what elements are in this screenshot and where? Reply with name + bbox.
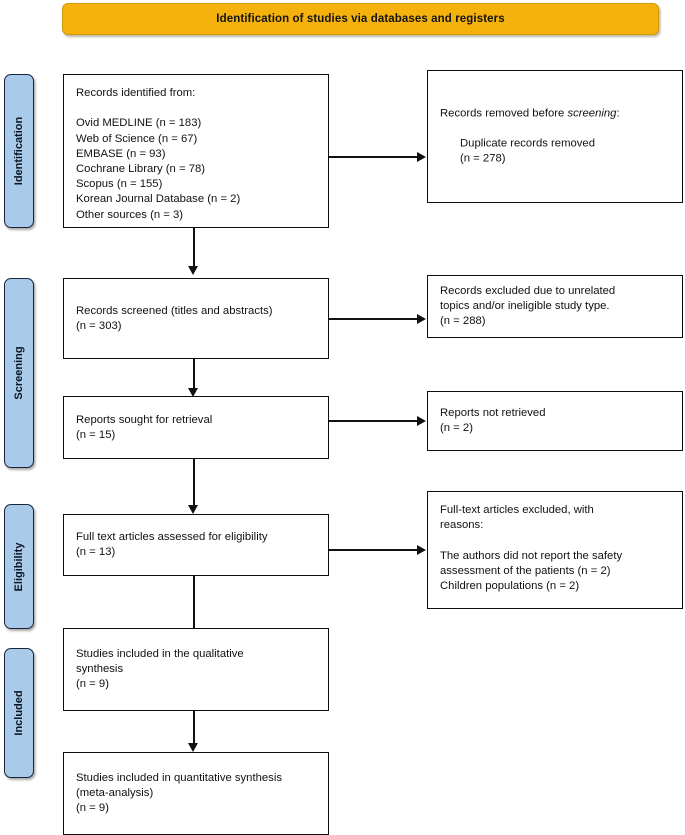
connector-screened-to-reports-sought-arrowhead	[188, 388, 199, 397]
reports-sought-count: (n = 15)	[76, 428, 116, 441]
box-reports-sought-content: Reports sought for retrieval (n = 15)	[76, 412, 319, 442]
box-records-removed: Records removed before screening: Duplic…	[427, 70, 683, 203]
reports-sought-label: Reports sought for retrieval	[76, 413, 213, 426]
box-reports-sought: Reports sought for retrieval (n = 15)	[63, 396, 329, 459]
box-qualitative-synthesis-content: Studies included in the qualitative synt…	[76, 647, 319, 693]
source-other-sources: Other sources (n = 3)	[76, 208, 184, 221]
records-removed-heading-suffix: :	[616, 107, 620, 120]
connector-qualitative-to-quantitative	[193, 711, 195, 744]
banner-title: Identification of studies via databases …	[216, 13, 505, 25]
records-removed-heading: Records removed before screening:	[440, 106, 673, 121]
duplicate-records-removed-label: Duplicate records removed	[460, 137, 595, 150]
connector-sought-to-not-retrieved-arrowhead	[417, 415, 426, 426]
records-screened-label: Records screened (titles and abstracts)	[76, 304, 273, 317]
fulltext-excluded-reason2: Children populations (n = 2)	[440, 580, 580, 592]
box-reports-not-retrieved-content: Reports not retrieved (n = 2)	[440, 406, 673, 436]
box-fulltext-excluded-content: Full-text articles excluded, with reason…	[440, 503, 673, 594]
connector-sought-to-not-retrieved	[329, 420, 418, 422]
stage-pill-identification-label: Identification	[13, 116, 25, 186]
quantitative-synthesis-count: (n = 9)	[76, 802, 109, 815]
reports-not-retrieved-count: (n = 2)	[440, 422, 473, 434]
connector-fulltext-to-excluded	[329, 549, 418, 551]
stage-pill-included: Included	[4, 648, 34, 778]
connector-identified-to-screened-arrowhead	[188, 266, 199, 275]
duplicate-records-removed-count: (n = 278)	[460, 152, 506, 165]
fulltext-excluded-reason1-line2: assessment of the patients (n = 2)	[440, 564, 611, 577]
box-records-identified-content: Records identified from: Ovid MEDLINE (n…	[76, 86, 319, 223]
records-removed-heading-prefix: Records removed before	[440, 107, 568, 120]
fulltext-assessed-label: Full text articles assessed for eligibil…	[76, 530, 268, 543]
box-qualitative-synthesis: Studies included in the qualitative synt…	[63, 628, 329, 711]
quantitative-synthesis-label-line2: (meta-analysis)	[76, 786, 154, 799]
stage-pill-screening-label: Screening	[13, 346, 25, 400]
fulltext-excluded-heading-line2: reasons:	[440, 519, 484, 532]
quantitative-synthesis-label-line1: Studies included in quantitative synthes…	[76, 771, 282, 784]
qualitative-synthesis-count: (n = 9)	[76, 678, 109, 691]
reports-not-retrieved-label: Reports not retrieved	[440, 406, 546, 419]
connector-sought-to-fulltext-arrowhead	[188, 505, 199, 514]
stage-pill-included-label: Included	[13, 690, 25, 736]
connector-sought-to-fulltext	[193, 459, 195, 506]
source-korean-journal-database: Korean Journal Database (n = 2)	[76, 193, 241, 206]
box-fulltext-excluded: Full-text articles excluded, with reason…	[427, 491, 683, 609]
diagram-banner: Identification of studies via databases …	[62, 3, 659, 35]
box-records-screened-content: Records screened (titles and abstracts) …	[76, 303, 319, 333]
stage-pill-eligibility-label: Eligibility	[13, 542, 25, 591]
records-excluded-reason-line1: Records excluded due to unrelated	[440, 284, 616, 297]
records-identified-spacer	[76, 101, 319, 116]
fulltext-assessed-count: (n = 13)	[76, 546, 116, 558]
connector-identified-to-removed-arrowhead	[417, 151, 426, 162]
records-screened-count: (n = 303)	[76, 319, 122, 332]
source-scopus: Scopus (n = 155)	[76, 178, 163, 191]
records-excluded-reason-line2: topics and/or ineligible study type.	[440, 299, 610, 312]
box-records-removed-content: Records removed before screening: Duplic…	[440, 106, 673, 167]
connector-fulltext-to-qualitative	[193, 576, 195, 631]
source-web-of-science: Web of Science (n = 67)	[76, 132, 198, 145]
connector-fulltext-to-excluded-arrowhead	[417, 544, 426, 555]
source-cochrane-library: Cochrane Library (n = 78)	[76, 163, 206, 175]
records-identified-title: Records identified from:	[76, 87, 196, 99]
records-excluded-count: (n = 288)	[440, 315, 486, 328]
records-removed-spacer	[440, 121, 673, 136]
box-records-screened: Records screened (titles and abstracts) …	[63, 278, 329, 359]
stage-pill-identification: Identification	[4, 74, 34, 228]
connector-screened-to-reports-sought	[193, 359, 195, 389]
fulltext-excluded-heading-line1: Full-text articles excluded, with	[440, 504, 594, 516]
fulltext-excluded-spacer	[440, 533, 673, 548]
qualitative-synthesis-label-line2: synthesis	[76, 662, 124, 675]
box-fulltext-assessed: Full text articles assessed for eligibil…	[63, 514, 329, 576]
fulltext-excluded-reason1-line1: The authors did not report the safety	[440, 549, 623, 562]
box-quantitative-synthesis-content: Studies included in quantitative synthes…	[76, 771, 319, 817]
connector-screened-to-excluded	[329, 318, 418, 320]
source-ovid-medline: Ovid MEDLINE (n = 183)	[76, 117, 202, 130]
box-records-excluded-content: Records excluded due to unrelated topics…	[440, 284, 673, 330]
records-removed-heading-italic: screening	[567, 107, 617, 120]
qualitative-synthesis-label-line1: Studies included in the qualitative	[76, 647, 244, 660]
source-embase: EMBASE (n = 93)	[76, 147, 166, 160]
box-fulltext-assessed-content: Full text articles assessed for eligibil…	[76, 530, 319, 560]
stage-pill-screening: Screening	[4, 278, 34, 468]
connector-identified-to-removed	[329, 156, 418, 158]
connector-identified-to-screened	[193, 228, 195, 267]
box-records-identified: Records identified from: Ovid MEDLINE (n…	[63, 74, 329, 228]
connector-qualitative-to-quantitative-arrowhead	[188, 743, 199, 752]
connector-screened-to-excluded-arrowhead	[417, 313, 426, 324]
stage-pill-eligibility: Eligibility	[4, 504, 34, 629]
box-quantitative-synthesis: Studies included in quantitative synthes…	[63, 752, 329, 835]
box-records-excluded: Records excluded due to unrelated topics…	[427, 275, 683, 338]
box-reports-not-retrieved: Reports not retrieved (n = 2)	[427, 391, 683, 451]
